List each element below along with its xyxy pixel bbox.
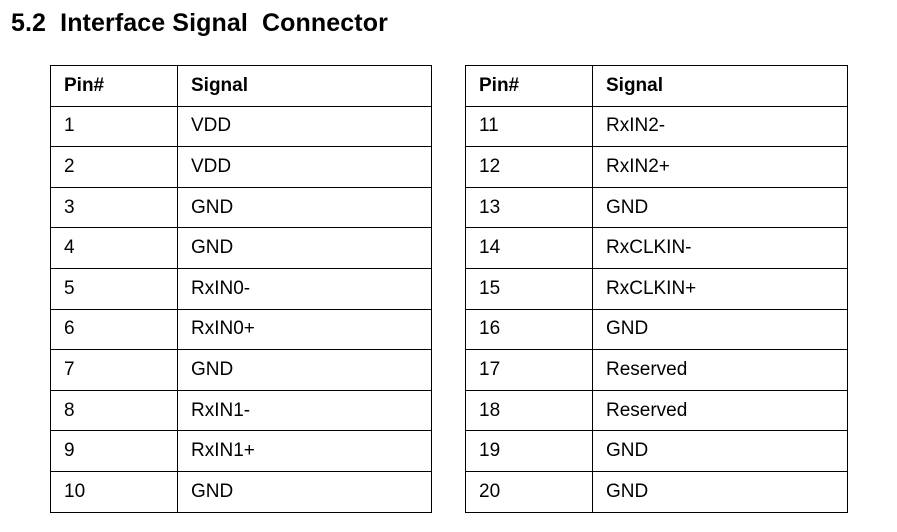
table-row: 13 GND — [465, 186, 848, 229]
pin-table-left: Pin# Signal 1 VDD 2 VDD 3 GND 4 GND 5 Rx… — [50, 65, 432, 513]
table-row: 9 RxIN1+ — [50, 430, 432, 472]
pin-number-cell: 8 — [50, 389, 178, 432]
signal-name-cell: RxIN0+ — [177, 308, 432, 351]
pin-number-cell: 6 — [50, 308, 178, 351]
signal-name-cell: Reserved — [592, 389, 848, 432]
signal-name-cell: GND — [177, 470, 432, 513]
pin-number-cell: 2 — [50, 146, 178, 188]
signal-name-cell: Reserved — [592, 349, 848, 391]
signal-name-cell: RxIN2- — [592, 105, 848, 148]
signal-name-cell: RxCLKIN+ — [592, 267, 848, 310]
signal-name-cell: RxIN2+ — [592, 146, 848, 188]
signal-name-cell: VDD — [177, 105, 432, 148]
pin-column-header: Pin# — [465, 65, 593, 107]
signal-name-cell: GND — [177, 349, 432, 391]
pin-number-cell: 3 — [50, 186, 178, 229]
table-row: 7 GND — [50, 349, 432, 391]
table-row: 5 RxIN0- — [50, 267, 432, 310]
pin-number-cell: 1 — [50, 105, 178, 148]
signal-name-cell: GND — [592, 186, 848, 229]
pin-number-cell: 7 — [50, 349, 178, 391]
table-row: 17 Reserved — [465, 349, 848, 391]
table-row: 12 RxIN2+ — [465, 146, 848, 188]
pin-number-cell: 16 — [465, 308, 593, 351]
pin-number-cell: 17 — [465, 349, 593, 391]
pin-number-cell: 4 — [50, 227, 178, 269]
table-header-row: Pin# Signal — [50, 65, 432, 107]
signal-name-cell: GND — [177, 227, 432, 269]
pin-number-cell: 12 — [465, 146, 593, 188]
table-header-row: Pin# Signal — [465, 65, 848, 107]
pin-number-cell: 9 — [50, 430, 178, 472]
pin-number-cell: 13 — [465, 186, 593, 229]
signal-name-cell: RxIN0- — [177, 267, 432, 310]
signal-name-cell: GND — [592, 308, 848, 351]
table-row: 14 RxCLKIN- — [465, 227, 848, 269]
pin-number-cell: 15 — [465, 267, 593, 310]
signal-name-cell: VDD — [177, 146, 432, 188]
signal-name-cell: GND — [177, 186, 432, 229]
pin-number-cell: 20 — [465, 470, 593, 513]
pin-number-cell: 11 — [465, 105, 593, 148]
pin-number-cell: 5 — [50, 267, 178, 310]
table-row: 18 Reserved — [465, 389, 848, 432]
pin-column-header: Pin# — [50, 65, 178, 107]
table-row: 19 GND — [465, 430, 848, 472]
pin-number-cell: 14 — [465, 227, 593, 269]
signal-name-cell: GND — [592, 430, 848, 472]
signal-column-header: Signal — [177, 65, 432, 107]
table-row: 15 RxCLKIN+ — [465, 267, 848, 310]
table-row: 11 RxIN2- — [465, 105, 848, 148]
table-row: 2 VDD — [50, 146, 432, 188]
signal-column-header: Signal — [592, 65, 848, 107]
signal-name-cell: RxIN1- — [177, 389, 432, 432]
table-row: 8 RxIN1- — [50, 389, 432, 432]
table-row: 6 RxIN0+ — [50, 308, 432, 351]
signal-name-cell: RxIN1+ — [177, 430, 432, 472]
table-row: 20 GND — [465, 470, 848, 513]
table-row: 10 GND — [50, 470, 432, 513]
pin-number-cell: 19 — [465, 430, 593, 472]
table-row: 16 GND — [465, 308, 848, 351]
signal-name-cell: RxCLKIN- — [592, 227, 848, 269]
signal-name-cell: GND — [592, 470, 848, 513]
table-row: 1 VDD — [50, 105, 432, 148]
section-heading: 5.2 Interface Signal Connector — [11, 9, 388, 37]
table-row: 3 GND — [50, 186, 432, 229]
table-row: 4 GND — [50, 227, 432, 269]
pin-number-cell: 10 — [50, 470, 178, 513]
pin-number-cell: 18 — [465, 389, 593, 432]
pin-table-right: Pin# Signal 11 RxIN2- 12 RxIN2+ 13 GND 1… — [465, 65, 848, 513]
